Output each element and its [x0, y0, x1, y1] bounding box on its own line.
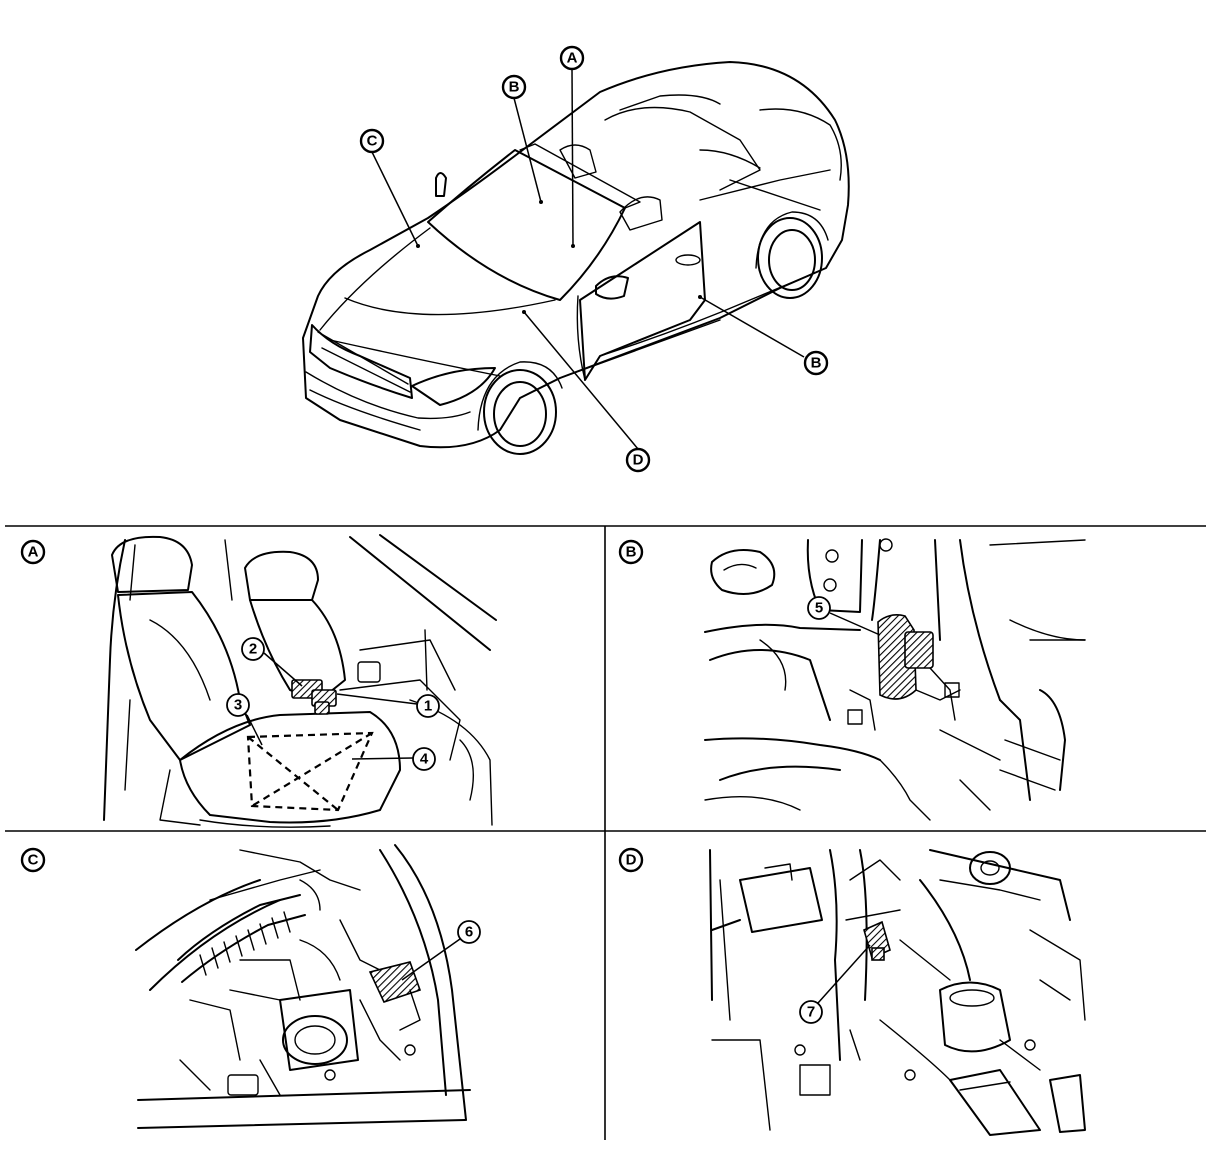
panel-a-number-2-label: 2	[249, 641, 257, 658]
car-callout-leaders	[371, 68, 805, 450]
callout-c-top-label: C	[367, 133, 378, 150]
panel-c-number-6: 6	[457, 920, 481, 944]
callout-c-top: C	[359, 128, 385, 154]
panel-a-number-2: 2	[241, 637, 265, 661]
panel-b-number-5: 5	[807, 596, 831, 620]
panel-a: A	[20, 534, 497, 828]
panel-d-number-7-label: 7	[807, 1004, 815, 1021]
panel-c-illustration	[135, 844, 471, 1129]
panel-c: C	[20, 844, 481, 1129]
panel-a-label: A	[28, 544, 39, 561]
panel-b-illustration	[704, 538, 1086, 821]
panel-d-illustration	[709, 849, 1086, 1136]
panel-b-leaders	[829, 612, 881, 636]
callout-b-top: B	[501, 74, 527, 100]
panel-d: D	[618, 847, 1086, 1136]
callout-b-side: B	[803, 350, 829, 376]
panel-c-leaders	[401, 938, 461, 981]
panel-a-number-3: 3	[226, 693, 250, 717]
car-overview	[302, 61, 850, 455]
callout-d-bottom-label: D	[633, 452, 644, 469]
panel-c-number-6-label: 6	[465, 924, 473, 941]
panel-a-leaders	[246, 652, 418, 760]
panel-d-number-7: 7	[799, 1000, 823, 1024]
panel-grid	[5, 525, 1206, 1140]
panel-a-number-1: 1	[416, 694, 440, 718]
callout-d-bottom: D	[625, 447, 651, 473]
panel-b: B	[618, 538, 1086, 821]
panel-d-leaders	[817, 944, 871, 1004]
panel-a-illustration	[103, 534, 497, 828]
panel-b-label: B	[626, 544, 637, 561]
panel-d-label: D	[626, 852, 637, 869]
callout-a-top-label: A	[567, 50, 578, 67]
panel-a-number-4-label: 4	[420, 751, 429, 768]
callout-b-side-label: B	[811, 355, 822, 372]
panel-c-label: C	[28, 852, 39, 869]
panel-a-number-3-label: 3	[234, 697, 242, 714]
callout-a-top: A	[559, 45, 585, 71]
callout-b-top-label: B	[509, 79, 520, 96]
panel-a-number-4: 4	[412, 747, 436, 771]
panel-b-number-5-label: 5	[815, 600, 823, 617]
panel-a-number-1-label: 1	[424, 698, 432, 715]
